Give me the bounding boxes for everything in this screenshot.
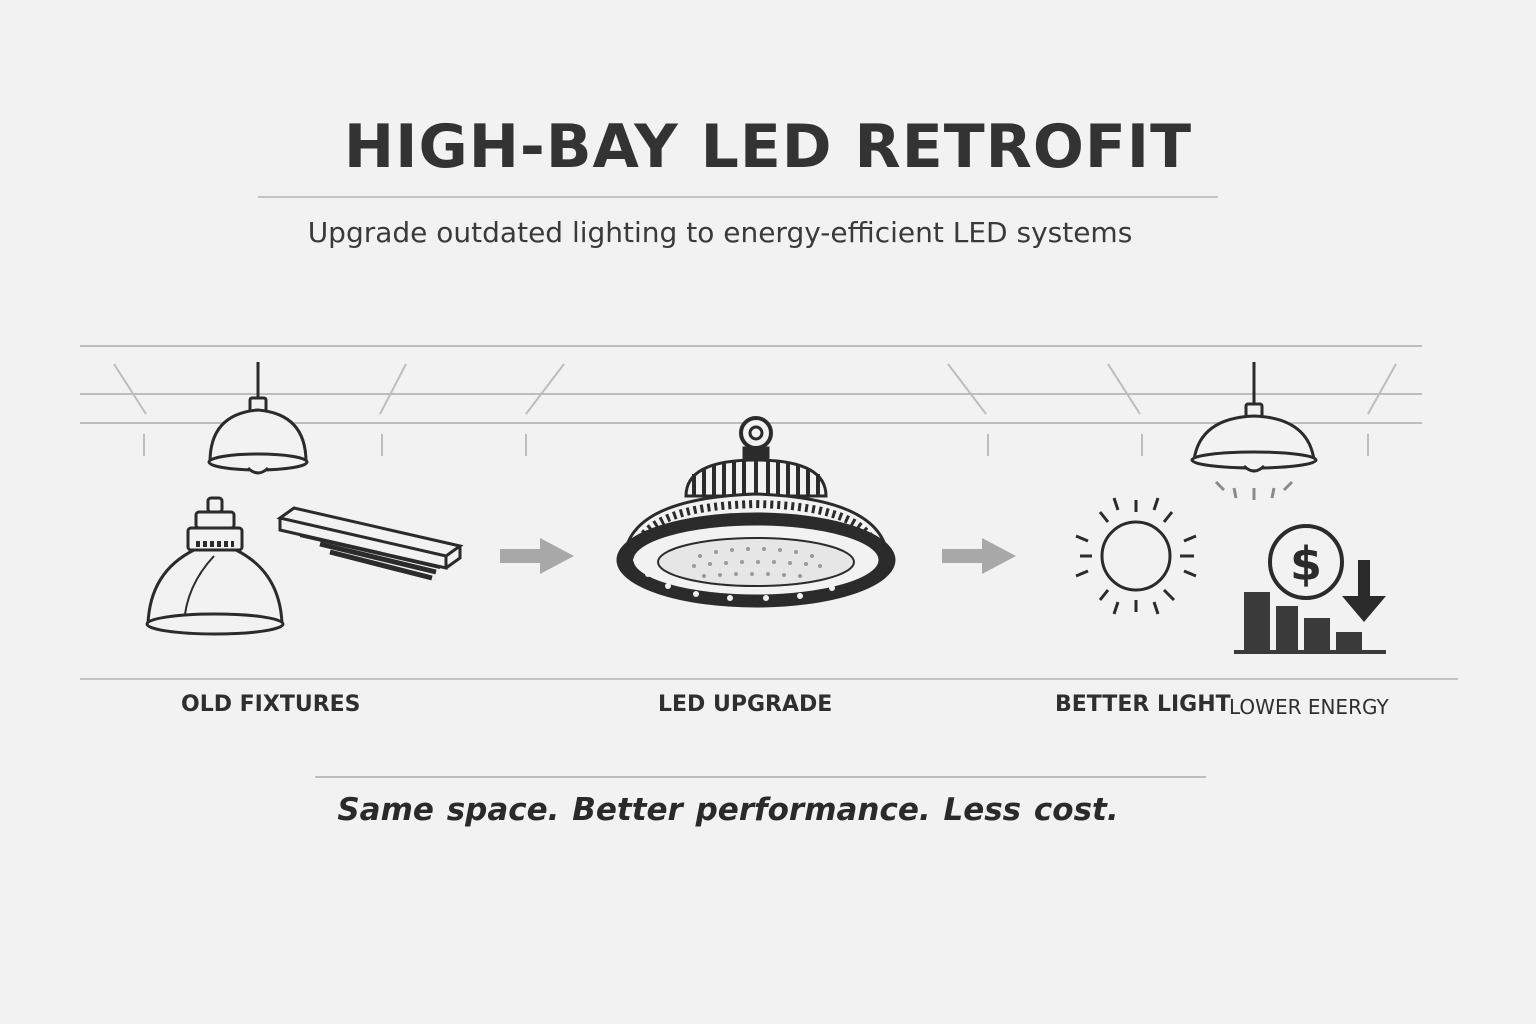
diagram-subtitle: Upgrade outdated lighting to energy-effi… <box>307 216 1133 249</box>
step-label-better-light: BETTER LIGHT <box>1055 692 1231 717</box>
step-label-old-fixtures: OLD FIXTURES <box>181 692 361 717</box>
ceiling-truss <box>80 345 1422 456</box>
arrow-to-led-icon <box>500 538 574 574</box>
sun-icon <box>1075 497 1197 615</box>
step-label-led-upgrade: LED UPGRADE <box>658 692 833 717</box>
dollar-coin-icon: $ <box>1268 524 1344 600</box>
ufo-led-high-bay-icon <box>616 416 896 608</box>
tagline: Same space. Better performance. Less cos… <box>337 792 1119 828</box>
bright-pendant-lamp-icon <box>1190 362 1318 500</box>
diagram-title: HIGH-BAY LED RETROFIT <box>343 112 1193 182</box>
arrow-to-results-icon <box>942 538 1016 574</box>
pendant-lamp-icon <box>207 362 309 475</box>
svg-text:$: $ <box>1290 537 1322 591</box>
high-bay-dome-lamp-icon <box>145 496 285 636</box>
declining-bar-chart-icon <box>1234 592 1386 654</box>
down-arrow-icon <box>1342 560 1386 622</box>
step-label-lower-energy: LOWER ENERGY <box>1229 695 1389 719</box>
fluorescent-tube-fixture-icon <box>276 506 464 581</box>
